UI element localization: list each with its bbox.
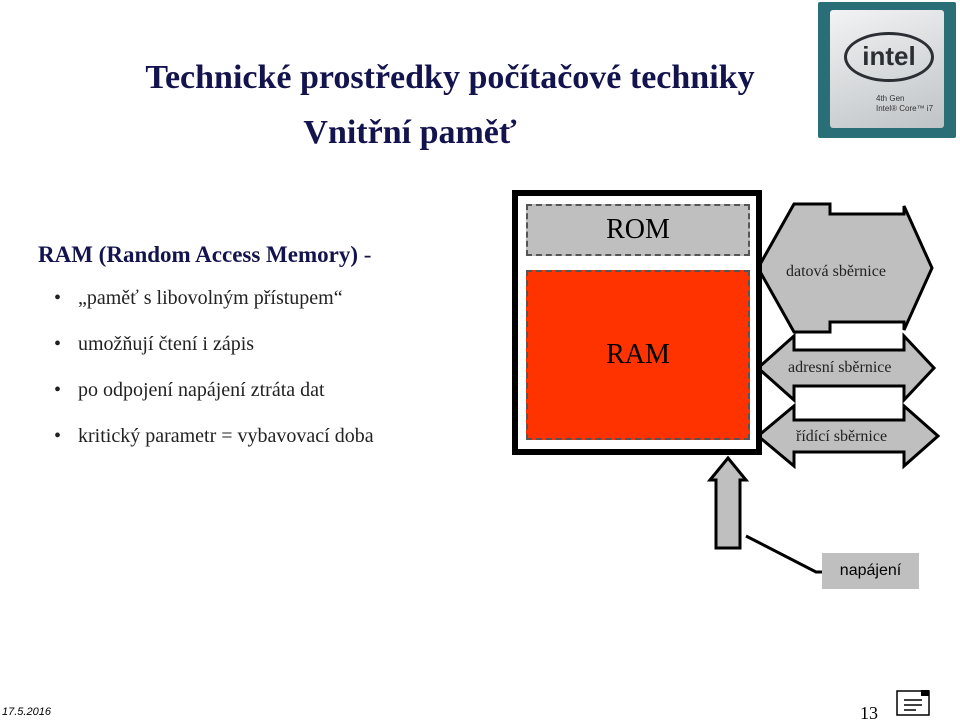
slide-title: Technické prostředky počítačové techniky — [145, 59, 755, 96]
bullet-list: „paměť s libovolným přístupem“ umožňují … — [50, 283, 374, 467]
data-bus-arrow — [756, 202, 934, 334]
heading-dash: - — [358, 242, 372, 267]
data-bus-label: datová sběrnice — [786, 263, 886, 280]
power-box: napájení — [822, 553, 919, 589]
intel-logo: intel — [844, 32, 934, 82]
slide-date: 17.5.2016 — [2, 706, 51, 718]
control-bus-arrow — [755, 402, 941, 470]
address-bus-arrow — [755, 332, 937, 404]
intel-logo-text: intel — [862, 41, 916, 71]
control-bus-label: řídící sběrnice — [796, 428, 888, 445]
rom-block: ROM — [526, 204, 750, 256]
memory-module: ROM RAM — [512, 190, 762, 455]
bullet-item: kritický parametr = vybavovací doba — [50, 421, 374, 467]
cpu-model-text: 4th Gen Intel® Core™ i7 — [876, 94, 934, 113]
bullet-item: umožňují čtení i zápis — [50, 329, 374, 375]
ram-block: RAM — [526, 270, 750, 440]
cpu-lid: intel 4th Gen Intel® Core™ i7 — [830, 10, 944, 128]
heading-text: RAM (Random Access Memory) — [38, 242, 359, 267]
address-bus-label: adresní sběrnice — [788, 359, 892, 376]
bullet-item: po odpojení napájení ztráta dat — [50, 375, 374, 421]
cpu-chip-image: intel 4th Gen Intel® Core™ i7 — [818, 2, 956, 138]
page-number: 13 — [860, 703, 878, 723]
power-connector-line — [745, 534, 822, 574]
section-heading: RAM (Random Access Memory) - — [38, 242, 371, 268]
power-arrow — [706, 455, 750, 550]
bullet-item: „paměť s libovolným přístupem“ — [50, 283, 374, 329]
notes-icon[interactable] — [896, 690, 930, 716]
slide-subtitle: Vnitřní paměť — [303, 114, 517, 151]
